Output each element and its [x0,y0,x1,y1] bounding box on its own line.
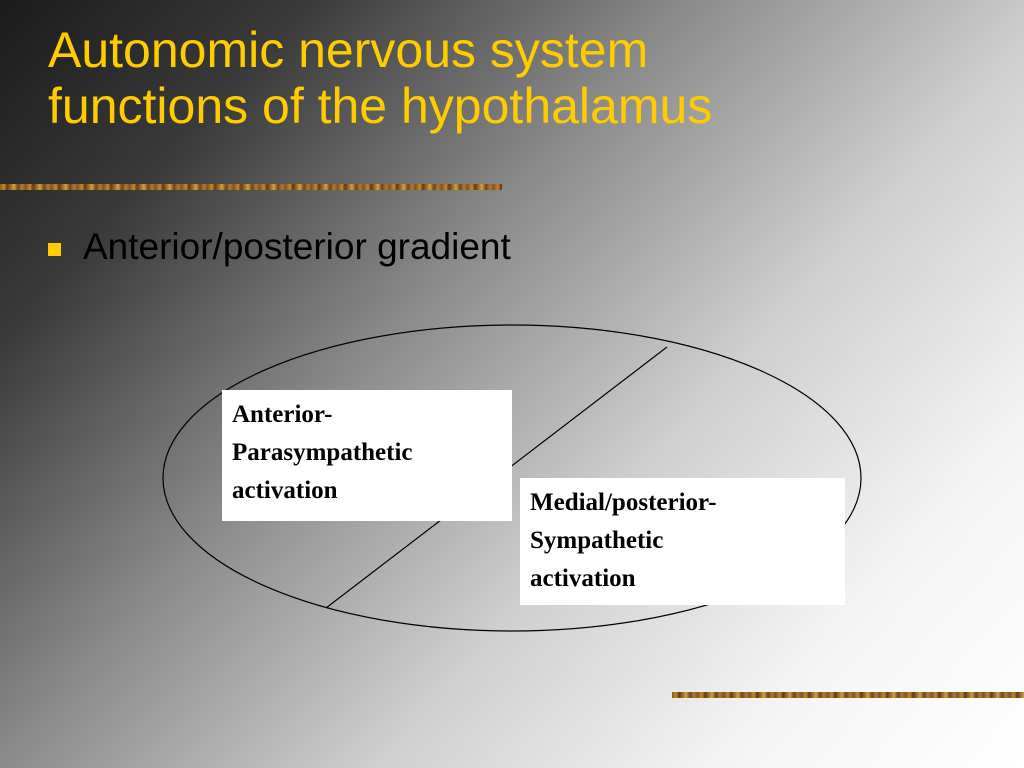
title-divider [0,184,502,190]
anterior-label-line-1: Anterior- [232,401,333,428]
posterior-label-box: Medial/posterior- Sympathetic activation [520,478,845,605]
posterior-label-line-2: Sympathetic [530,527,664,554]
hypothalamus-ellipse [162,324,862,632]
posterior-label-line-1: Medial/posterior- [530,489,717,516]
anterior-label-box: Anterior- Parasympathetic activation [222,390,512,521]
bullet-text: Anterior/posterior gradient [83,226,511,267]
slide-title-line-1: Autonomic nervous system [48,22,649,78]
anterior-label-line-2: Parasympathetic [232,439,413,466]
posterior-label-line-3: activation [530,565,636,592]
slide-title: Autonomic nervous system functions of th… [48,22,948,134]
anterior-label-line-3: activation [232,477,338,504]
slide-title-line-2: functions of the hypothalamus [48,78,713,134]
square-bullet-icon [48,242,61,256]
bullet-item: Anterior/posterior gradient [48,226,511,268]
footer-divider [672,692,1024,698]
